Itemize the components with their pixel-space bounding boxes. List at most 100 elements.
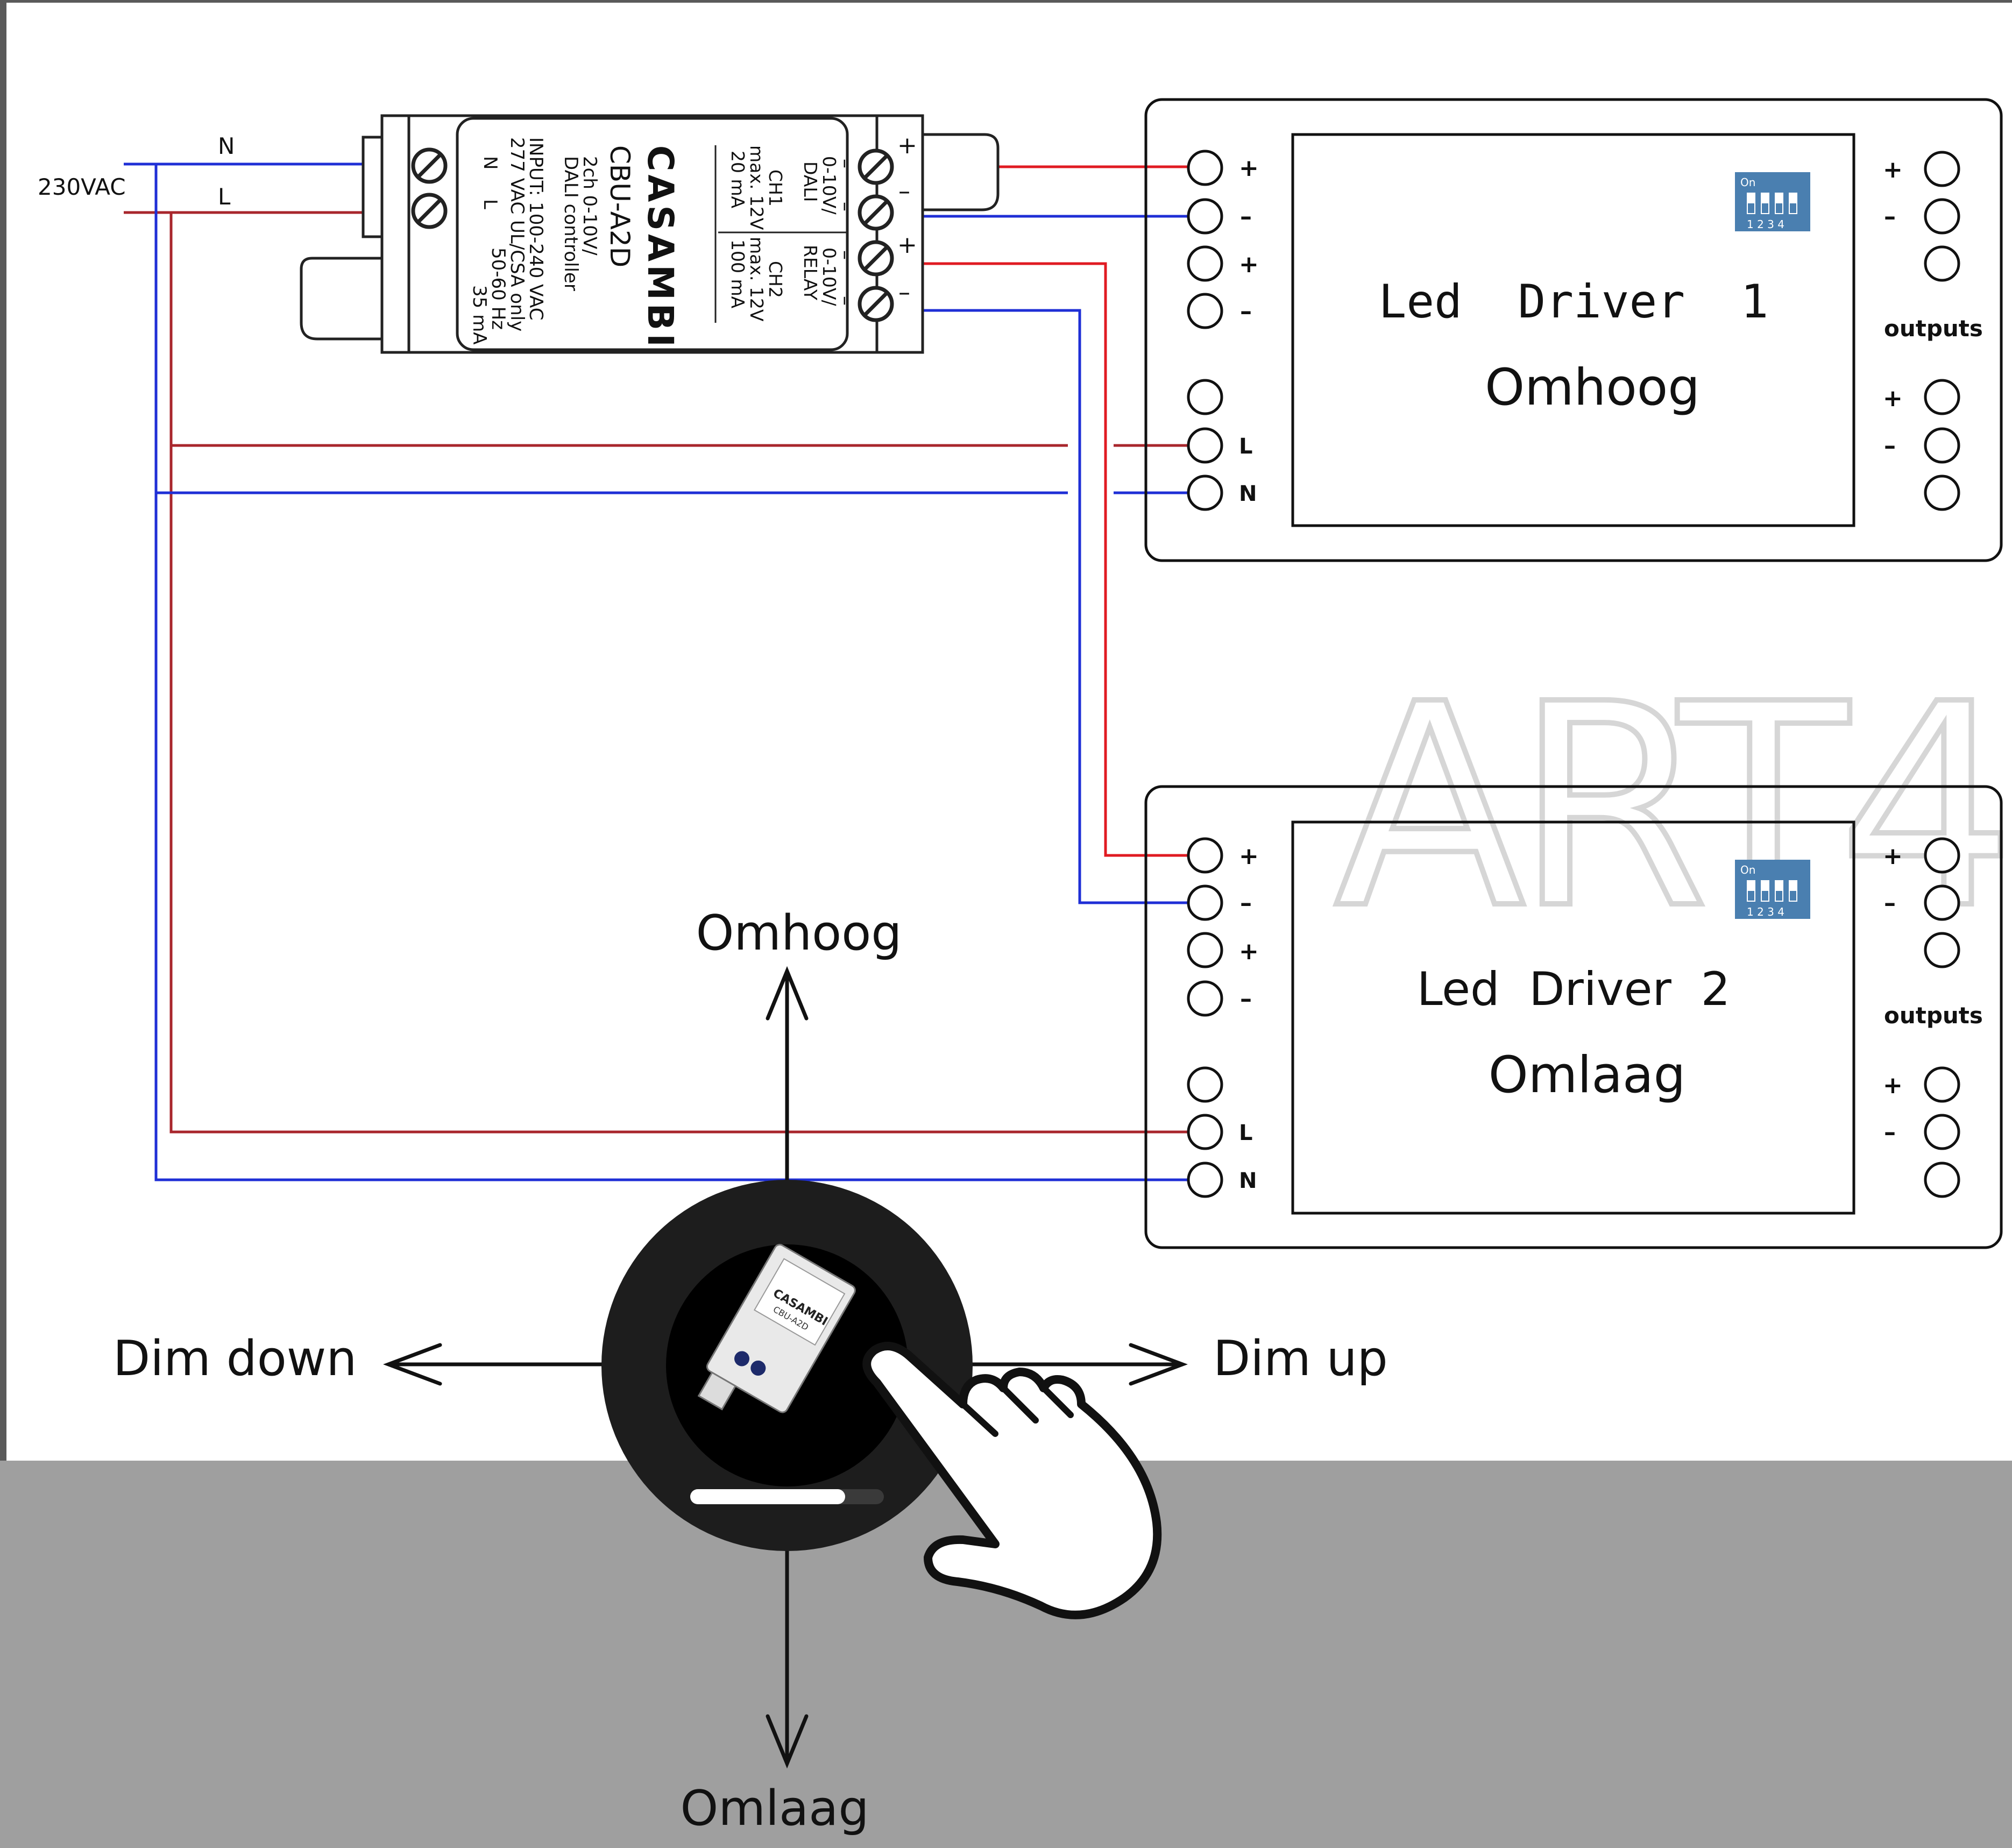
app-button[interactable]: CASAMBI CBU-A2D [601,1180,973,1551]
driver1-terminal-ctrl2-minus [1187,293,1223,329]
driver2-input-label: + [1239,842,1259,870]
arrow-right-head [1129,1343,1188,1386]
driver2-terminal-ctrl1-minus [1187,884,1223,921]
ch2-pin-minus-b: – [834,296,856,306]
driver2-input-label: – [1240,985,1252,1012]
controller-terminal-l: L [479,199,501,209]
watermark: ART4 [1331,641,2012,973]
driver1-input-label: + [1239,251,1259,278]
driver2-output-terminal [1924,932,1960,968]
driver2-input-label: + [1239,938,1259,965]
screw-ch1-minus [858,148,894,185]
ch2-plus-wire [877,262,1205,857]
controller-out-plus-1: + [897,132,917,159]
driver1-input-label: – [1240,298,1252,325]
watermark-text: ART4 [1334,644,2006,970]
ch1-pin-minus-b: – [834,202,856,211]
driver2-input-terminals [1187,837,1223,1198]
arrow-up-head [766,966,809,1021]
ch2-pin-minus-a: – [834,250,856,260]
controller-text: CASAMBI CBU-A2D 2ch 0-10V/ DALI controll… [469,132,917,350]
screw-ch1-plus [858,194,894,231]
controller-model: CBU-A2D [604,145,635,267]
driver2-input-labels: + – + – L N [1239,842,1259,1193]
driver1-dip-switch: On 1 2 3 4 [1735,172,1810,231]
driver1-output-terminal [1924,475,1960,511]
driver2-output-label: + [1883,842,1903,870]
driver2-output-terminal [1924,1066,1960,1103]
ch1-pin-minus-a: – [834,159,856,168]
gesture-down-label: Omlaag [681,1780,869,1837]
driver1-input-label: L [1239,434,1253,459]
driver2-terminal-n [1187,1162,1223,1198]
controller-right-tab [923,133,1000,211]
driver2-terminal-ctrl1-plus [1187,837,1223,874]
gesture-left-label: Dim down [113,1330,357,1387]
driver2-output-terminal [1924,1162,1960,1198]
driver1-terminal-ctrl1-minus [1187,198,1223,235]
driver1-terminal-ctrl2-plus [1187,245,1223,282]
controller-input-2: 277 VAC UL/CSA only [506,137,528,331]
driver1-input-label: N [1239,482,1257,506]
driver2-terminal-l [1187,1114,1223,1150]
driver1-terminal-earth [1187,379,1223,415]
driver2-terminal-ctrl2-plus [1187,932,1223,968]
gesture-up-label: Omhoog [696,905,902,961]
ch2-rating-2: 100 mA [727,239,748,309]
driver1-terminal-ctrl1-plus [1187,150,1223,186]
driver1-terminal-l [1187,427,1223,464]
live-bus [169,213,1204,1134]
controller-input-1: INPUT: 100-240 VAC [525,137,547,321]
controller-left-strip [380,114,410,354]
driver1-output-terminals [1924,151,1960,511]
arrow-left-head [383,1343,442,1386]
driver2-housing [1144,785,2003,1249]
ch2-name: CH2 [765,261,786,298]
controller-input-3: 50-60 Hz [487,247,509,330]
screw-ch2-plus [858,286,894,322]
driver1-terminal-n [1187,475,1223,511]
driver2-output-terminals [1924,837,1960,1198]
supply-live-label: L [218,183,231,210]
driver1-dip-on-label: On [1740,176,1755,189]
neutral-bus [154,164,1204,1181]
top-border [0,0,2012,3]
ch1-mode-2: DALI [800,161,821,202]
ch1-rating-1: max. 12V [746,145,767,230]
driver1-input-label: + [1239,154,1259,182]
controller-out-plus-2: + [897,231,917,259]
driver1-output-label: – [1884,203,1896,230]
driver1-input-labels: + – + – L N [1239,154,1259,506]
driver2-panel [1291,820,1855,1215]
ch2-minus-wire [877,309,1205,904]
driver2-terminal-earth [1187,1066,1223,1103]
driver1-output-label: + [1883,385,1903,412]
led-driver-1: + – + – L N + – + – outputs On [1144,98,2003,562]
driver1-output-label: – [1884,432,1896,459]
driver1-input-terminals [1187,150,1223,511]
casambi-controller [300,114,1000,354]
driver2-terminal-ctrl2-minus [1187,980,1223,1017]
controller-label-panel [456,117,849,351]
device-picture: CASAMBI CBU-A2D [697,1244,856,1413]
driver2-input-label: – [1240,889,1252,917]
wires [124,162,1205,1181]
driver1-input-label: – [1240,203,1252,230]
controller-input-4: 35 mA [469,285,490,344]
driver2-dip-numbers: 1 2 3 4 [1747,905,1784,918]
controller-terminal-n: N [479,156,501,169]
driver1-output-terminal [1924,427,1960,464]
driver1-output-terminal [1924,151,1960,187]
left-border [0,0,6,1461]
screw-l [411,193,448,229]
pointing-hand-icon [862,1342,1162,1619]
driver2-output-labels: + – + – [1883,842,1903,1146]
controller-subtitle-1: 2ch 0-10V/ [579,156,600,256]
arrow-down-head [766,1714,809,1769]
supply-voltage-label: 230VAC [38,174,126,200]
controller-subtitle-2: DALI controller [560,156,582,291]
driver2-title: Led Driver 2 [1417,962,1731,1016]
driver2-output-terminal [1924,884,1960,921]
driver2-output-label: + [1883,1072,1903,1099]
